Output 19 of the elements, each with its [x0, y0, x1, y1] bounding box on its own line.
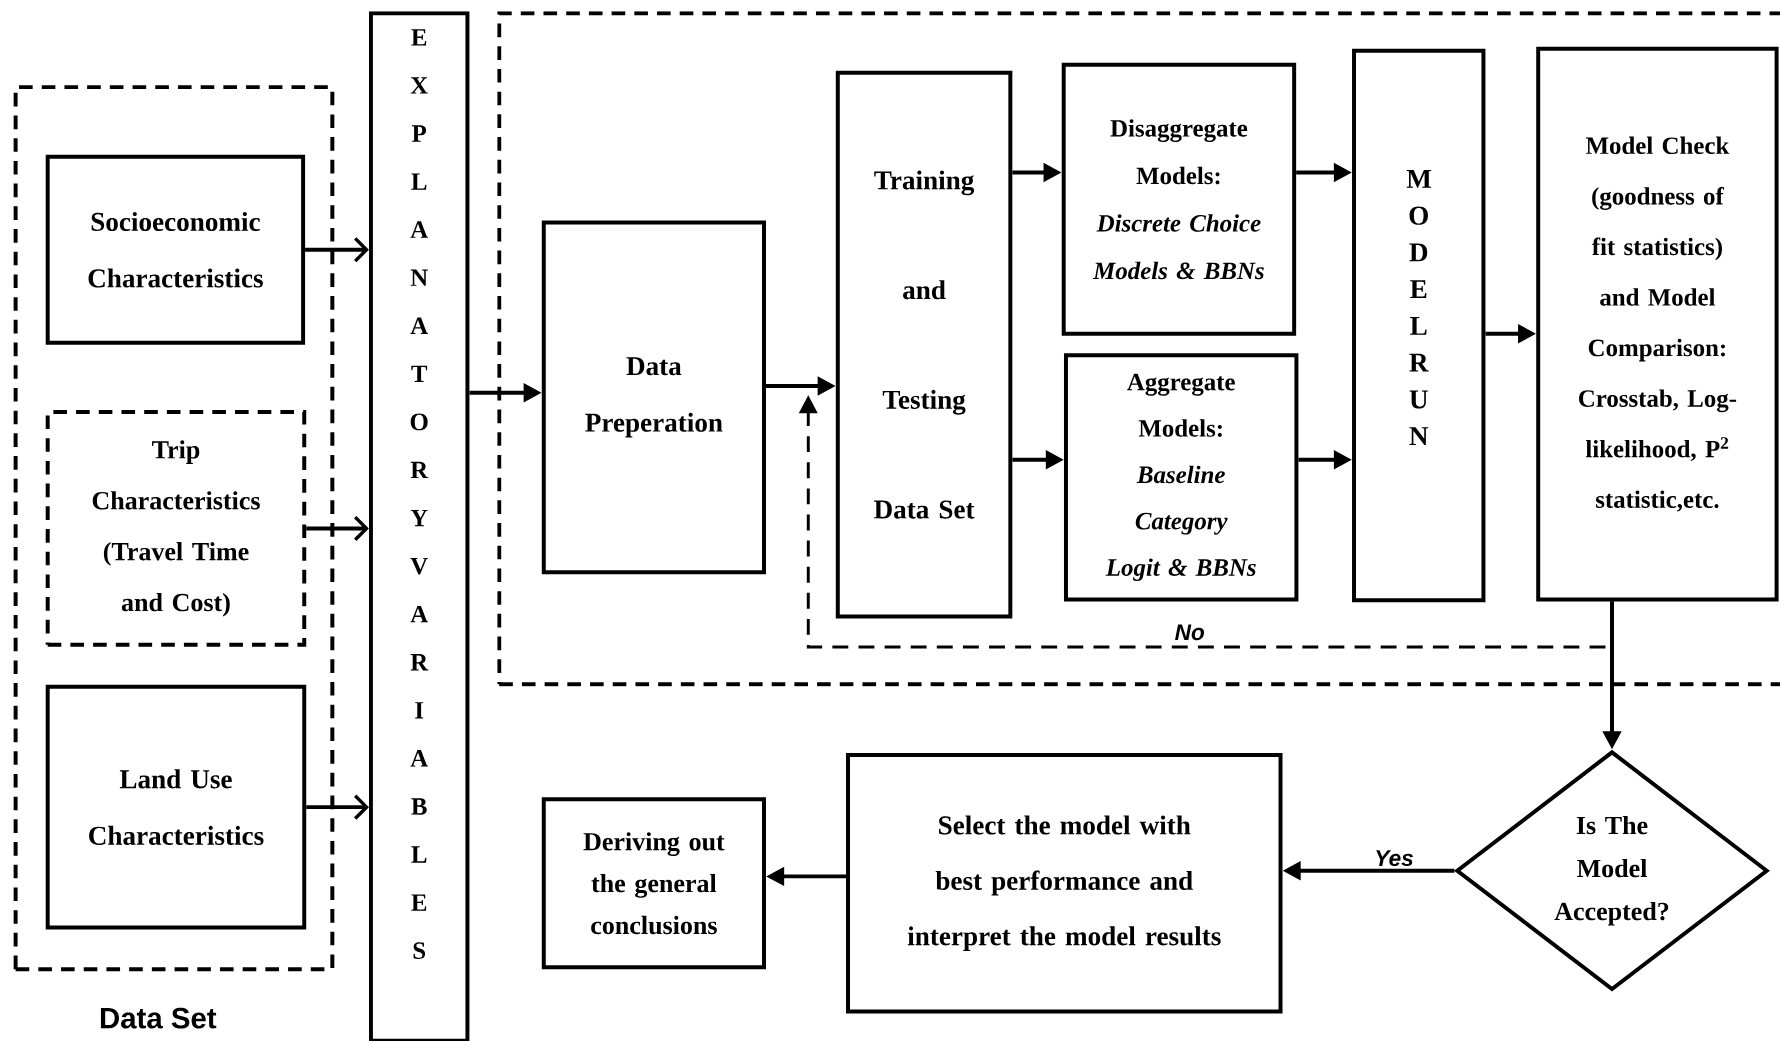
process-box: Select the model with best performance and interpret the model results: [846, 752, 1283, 1014]
edge-label: Yes: [1373, 849, 1415, 868]
process-box: Land Use Characteristics: [45, 684, 307, 930]
dashed-frame: [497, 11, 1780, 687]
process-box: Deriving out the general conclusions: [541, 797, 766, 970]
vertical-text-box: EXPLANATORY VARIABLES: [368, 11, 470, 1041]
group-title: Data Set: [100, 1007, 217, 1029]
process-box: Training and Testing Data Set: [835, 70, 1013, 619]
arrow: [305, 237, 369, 263]
process-box: Disaggregate Models: Discrete Choice Models & BBNs: [1061, 62, 1297, 336]
process-box: Aggregate Models: Baseline Category Logit & BBNs: [1064, 353, 1299, 602]
process-box: Socioeconomic Characteristics: [45, 154, 306, 345]
process-box: Model Check (goodness of fit statistics) and Model Comparison: Crosstab, Log-likelihood, P$^{2}$ statistic,etc.: [1536, 46, 1779, 602]
process-box: Trip Characteristics (Travel Time and Cost): [45, 410, 307, 647]
vertical-text-box: MODELRUN: [1352, 48, 1486, 603]
arrow: [306, 515, 369, 541]
arrow: [306, 794, 369, 820]
edge-label: No: [1173, 623, 1206, 642]
process-box: Data Preperation: [541, 220, 766, 575]
